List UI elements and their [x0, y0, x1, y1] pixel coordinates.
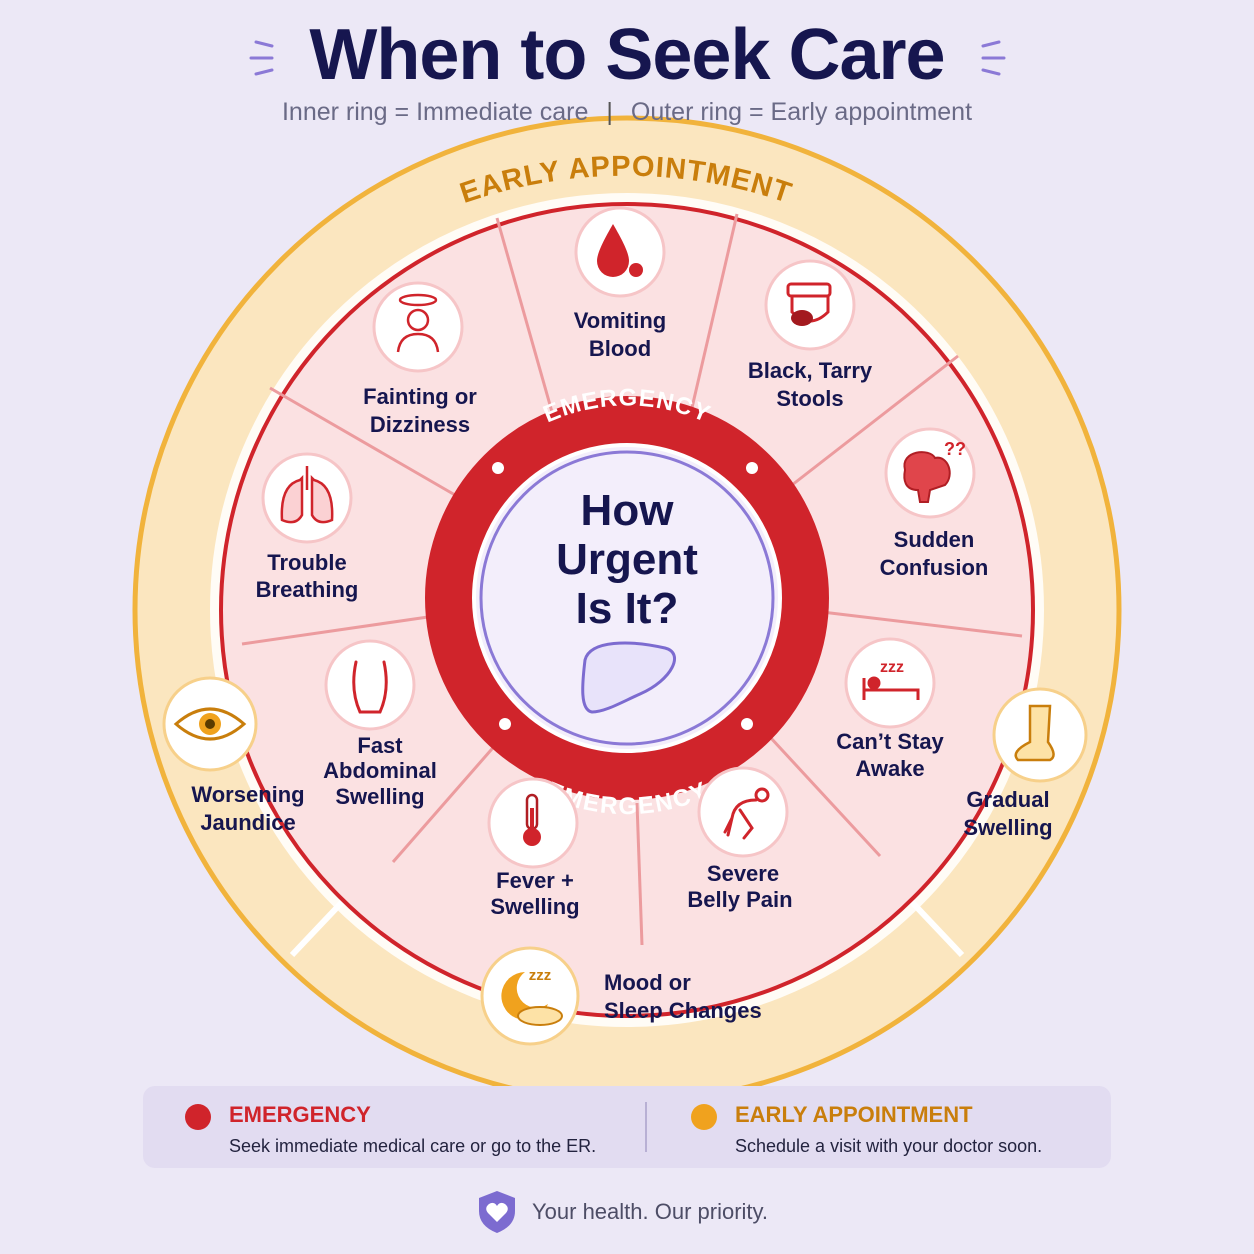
subtitle-outer: Outer ring = Early appointment	[630, 98, 973, 126]
center-line-1: How	[581, 486, 675, 535]
center-question: How Urgent Is It?	[556, 486, 698, 633]
svg-text:Can’t Stay: Can’t Stay	[836, 729, 944, 754]
svg-text:Trouble: Trouble	[267, 550, 346, 575]
legend-divider	[645, 1102, 647, 1152]
legend-panel: EMERGENCY Seek immediate medical care or…	[143, 1086, 1111, 1168]
item-mood-sleep-changes: zzz Mood or Sleep Changes	[480, 946, 762, 1046]
svg-text:Swelling: Swelling	[963, 815, 1052, 840]
svg-text:Jaundice: Jaundice	[200, 810, 295, 835]
page-title: When to Seek Care	[309, 15, 945, 95]
svg-text:Worsening: Worsening	[191, 782, 304, 807]
band-dot	[741, 718, 753, 730]
svg-text:Vomiting: Vomiting	[574, 308, 666, 333]
legend-early-title: EARLY APPOINTMENT	[735, 1102, 973, 1127]
legend-emergency-title: EMERGENCY	[229, 1102, 371, 1127]
legend-early-desc: Schedule a visit with your doctor soon.	[735, 1136, 1043, 1156]
lungs-icon	[280, 466, 334, 524]
swollen-leg-icon	[1014, 704, 1055, 762]
title-sparkle-right	[981, 40, 1006, 76]
svg-text:Fever +: Fever +	[496, 868, 574, 893]
abdomen-icon	[352, 660, 388, 714]
emergency-band	[425, 396, 829, 800]
svg-text:Fast: Fast	[357, 733, 403, 758]
early-ring-inner-glow	[210, 193, 1044, 1027]
item-fainting-dizziness: Fainting or Dizziness	[363, 281, 477, 437]
shield-heart-icon	[479, 1191, 515, 1233]
emergency-dot-icon	[185, 1104, 211, 1130]
svg-text:Awake: Awake	[855, 756, 924, 781]
footer-text: Your health. Our priority.	[532, 1199, 769, 1224]
svg-text:Swelling: Swelling	[490, 894, 579, 919]
title-sparkle-left	[249, 40, 274, 76]
item-black-tarry-stools: Black, Tarry Stools	[748, 259, 873, 411]
brain-question-icon	[903, 451, 951, 503]
svg-text:Mood or: Mood or	[604, 970, 691, 995]
liver-icon	[581, 641, 676, 714]
item-fever-swelling: Fever + Swelling	[487, 777, 580, 919]
stool-blot	[791, 310, 813, 326]
item-sudden-confusion: ?? Sudden Confusion	[880, 427, 989, 580]
svg-text:Abdominal: Abdominal	[323, 758, 437, 783]
sleeping-bed-icon	[862, 676, 920, 700]
svg-text:Gradual: Gradual	[966, 787, 1049, 812]
band-dot	[492, 462, 504, 474]
svg-text:Swelling: Swelling	[335, 784, 424, 809]
svg-text:Belly Pain: Belly Pain	[687, 887, 792, 912]
item-gradual-swelling: Gradual Swelling	[963, 687, 1088, 840]
svg-text:??: ??	[944, 439, 966, 459]
subtitle-inner: Inner ring = Immediate care	[281, 98, 589, 126]
subtitle-divider: |	[606, 98, 613, 126]
svg-text:zzz: zzz	[880, 659, 904, 676]
item-vomiting-blood: Vomiting Blood	[574, 206, 666, 361]
svg-text:Severe: Severe	[707, 861, 779, 886]
legend-emergency-desc: Seek immediate medical care or go to the…	[229, 1136, 597, 1156]
yellow-eye-icon	[173, 707, 247, 741]
center-disc	[472, 443, 782, 753]
svg-text:zzz: zzz	[529, 967, 552, 984]
item-fast-abdominal-swelling: Fast Abdominal Swelling	[323, 639, 437, 809]
blood-drop-small	[629, 263, 643, 277]
early-dot-icon	[691, 1104, 717, 1130]
svg-text:Dizziness: Dizziness	[370, 412, 470, 437]
svg-text:Stools: Stools	[776, 386, 843, 411]
center-line-2: Urgent	[556, 535, 698, 584]
svg-text:Blood: Blood	[589, 336, 651, 361]
item-severe-belly-pain: Severe Belly Pain	[687, 766, 793, 912]
svg-text:Sudden: Sudden	[894, 527, 975, 552]
band-dot	[499, 718, 511, 730]
dizzy-person-icon	[396, 293, 440, 353]
center-disc-border	[479, 450, 775, 746]
page-subtitle: Inner ring = Immediate care | Outer ring =…	[0, 98, 1254, 127]
item-worsening-jaundice: Worsening Jaundice	[162, 676, 305, 835]
thermometer-icon	[523, 793, 541, 846]
svg-text:Sleep Changes: Sleep Changes	[604, 998, 762, 1023]
band-dot	[746, 462, 758, 474]
item-trouble-breathing: Trouble Breathing	[256, 452, 359, 602]
blood-drop-icon	[597, 224, 629, 277]
svg-text:Black, Tarry: Black, Tarry	[748, 358, 873, 383]
svg-text:Fainting or: Fainting or	[363, 384, 477, 409]
svg-text:Breathing: Breathing	[256, 577, 359, 602]
center-line-3: Is It?	[576, 584, 679, 633]
svg-text:Confusion: Confusion	[880, 555, 989, 580]
footer: Your health. Our priority.	[476, 1188, 768, 1236]
emergency-zone-spokes	[241, 213, 1023, 946]
person-belly-pain-icon	[723, 787, 770, 840]
item-cant-stay-awake: zzz Can’t Stay Awake	[836, 637, 945, 781]
